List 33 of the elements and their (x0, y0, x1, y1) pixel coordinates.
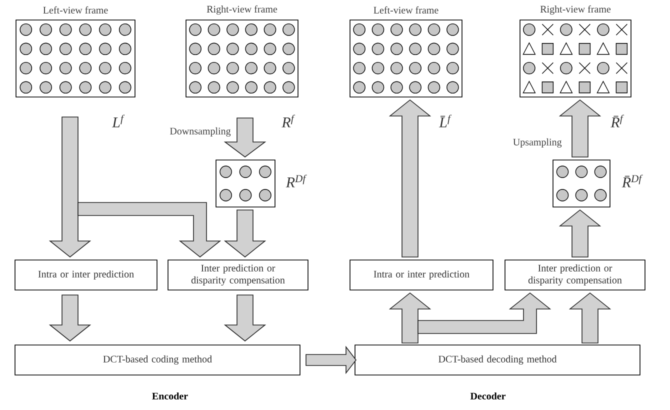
frame-title: Right-view frame (540, 5, 611, 15)
block-arrow (558, 209, 602, 258)
process-box: Intra or inter prediction (350, 260, 494, 290)
process-box: Inter prediction or disparity compensation (504, 260, 646, 290)
block-arrow (78, 202, 222, 258)
block-arrow (48, 294, 92, 342)
symbol-label: L̄$^{f}$ (438, 114, 452, 128)
block-arrow (48, 116, 92, 258)
symbol-label: R̄$^{Df}$ (622, 174, 643, 188)
frame-title: Left-view frame (43, 6, 108, 14)
edge-label: Upsampling (512, 137, 563, 149)
symbol-label: R̄$^{f}$ (610, 114, 624, 128)
section-label: Encoder (152, 392, 188, 400)
process-box: Inter prediction or disparity compensation (168, 260, 308, 290)
symbol-label: R$^{f}$ (282, 114, 295, 128)
block-arrow (388, 99, 432, 258)
frame-title: Left-view frame (374, 6, 438, 14)
block-arrow (224, 294, 266, 342)
block-arrow (224, 118, 266, 158)
block-arrow (224, 210, 266, 258)
section-label: Decoder (470, 392, 506, 400)
block-arrow (558, 99, 602, 158)
block-arrow (568, 292, 612, 344)
edge-label: Downsampling (168, 126, 232, 138)
frame-title: Right-view frame (206, 5, 278, 15)
block-arrow (418, 292, 552, 334)
process-box: DCT-based coding method (14, 344, 300, 376)
block-arrow (388, 292, 432, 344)
process-box: DCT-based decoding method (354, 344, 640, 376)
block-arrow (306, 346, 356, 374)
process-box: Intra or inter prediction (14, 260, 158, 290)
symbol-label: L$^{f}$ (112, 114, 125, 128)
symbol-label: R$^{Df}$ (286, 174, 307, 188)
